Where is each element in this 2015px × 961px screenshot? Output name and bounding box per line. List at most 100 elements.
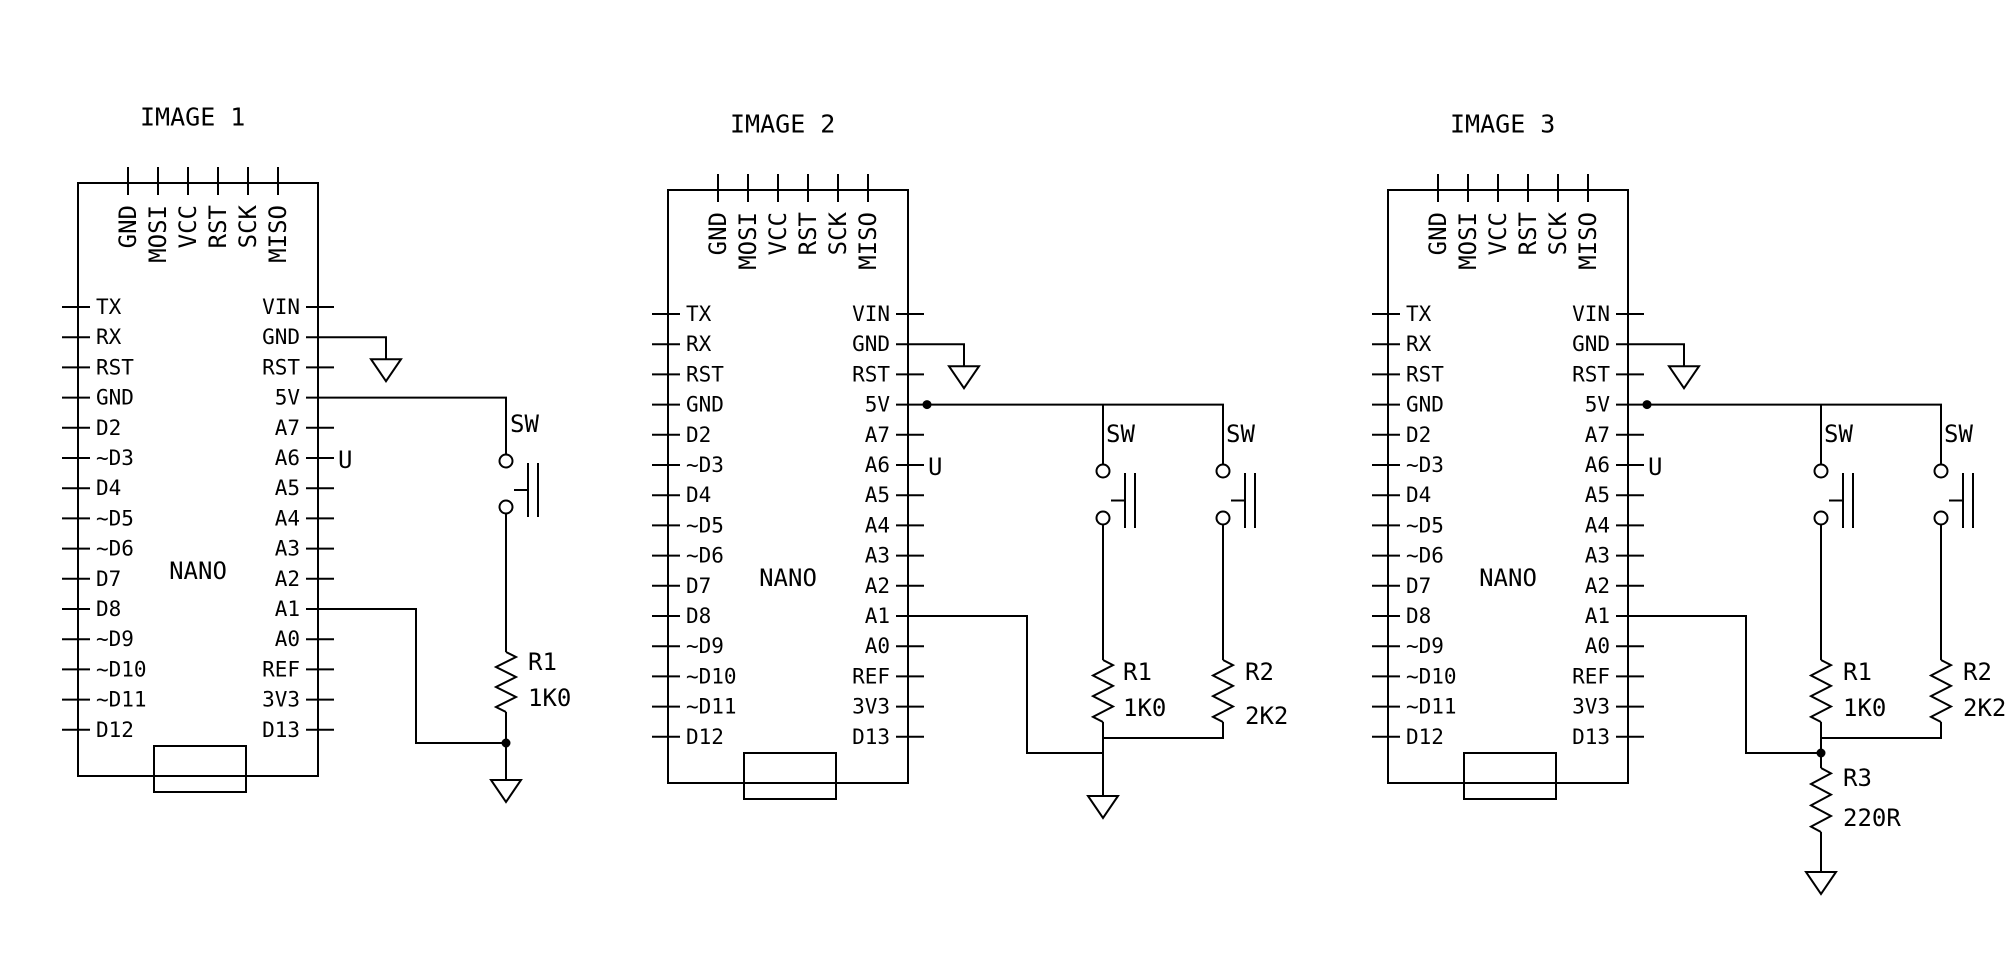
resistor-value: 1K0 [1123,694,1166,722]
pin-label-right: A3 [1585,544,1610,568]
ground-symbol [947,365,981,390]
pin-label-right: 3V3 [1572,695,1610,719]
switch-label: SW [1944,420,1973,448]
diagram-title: IMAGE 1 [140,103,245,132]
pin-label-right: A7 [865,423,890,447]
pin-label-left: ~D11 [1406,695,1457,719]
pin-label-left: D8 [1406,604,1431,628]
resistor-name: R1 [1123,658,1152,686]
resistor-symbol [493,651,519,713]
pin-label-right: A4 [865,513,890,537]
pin-label-top: VCC [1484,212,1512,255]
switch-contact-top [498,453,514,469]
ground-symbol [489,779,523,804]
pin-label-top: MOSI [1454,212,1482,270]
pin-label-top: MISO [264,205,292,263]
pin-label-right: REF [1572,664,1610,688]
pin-label-left: D12 [1406,725,1444,749]
pin-label-left: ~D3 [686,453,724,477]
resistor-symbol [1928,659,1954,723]
side-mark: U [928,453,942,481]
pin-label-left: TX [1406,302,1432,326]
pin-label-left: D2 [96,416,121,440]
pin-label-left: ~D9 [686,634,724,658]
pin-label-left: RST [686,362,724,386]
pin-label-left: ~D3 [1406,453,1444,477]
pin-label-top: GND [114,205,142,248]
nano-board-outline [77,182,319,777]
board-label: NANO [1479,564,1537,592]
diagram-title: IMAGE 3 [1450,110,1555,139]
pin-label-left: ~D10 [1406,664,1457,688]
switch-contact-bottom [1215,510,1231,526]
pin-label-left: ~D6 [686,544,724,568]
pin-label-left: GND [686,393,724,417]
board-label: NANO [169,557,227,585]
pin-label-right: A1 [865,604,890,628]
switch-contact-bottom [1933,510,1949,526]
pin-label-top: MOSI [144,205,172,263]
pin-label-left: ~D3 [96,446,134,470]
pin-label-left: RX [686,332,712,356]
pin-label-left: ~D9 [1406,634,1444,658]
pin-label-right: 5V [1585,393,1611,417]
switch-contact-top [1215,463,1231,479]
pin-label-left: D12 [686,725,724,749]
pin-label-top: GND [1424,212,1452,255]
wire [924,403,1224,465]
nano-board-outline [667,189,909,784]
diagram-title: IMAGE 2 [730,110,835,139]
pin-label-right: A1 [1585,604,1610,628]
resistor-value: 1K0 [1843,694,1886,722]
pin-label-right: A6 [1585,453,1610,477]
pin-label-right: A0 [865,634,890,658]
pin-label-right: A0 [1585,634,1610,658]
wire [1644,343,1685,367]
pin-label-left: ~D5 [96,506,134,530]
pin-label-left: TX [686,302,712,326]
pin-label-right: A5 [865,483,890,507]
pin-label-right: A4 [275,506,300,530]
wire [1644,615,1821,754]
nano-board-outline [1387,189,1629,784]
pin-label-right: VIN [1572,302,1610,326]
pin-label-top: SCK [234,204,262,248]
pin-label-right: GND [852,332,890,356]
pin-label-left: D2 [1406,423,1431,447]
resistor-symbol [1210,659,1236,723]
resistor-name: R1 [1843,658,1872,686]
pin-label-right: A4 [1585,513,1610,537]
pin-label-left: RST [96,355,134,379]
switch-label: SW [1824,420,1853,448]
pin-label-right: 3V3 [852,695,890,719]
pin-label-left: D4 [96,476,121,500]
switch-contact-top [1813,463,1829,479]
side-mark: U [1648,453,1662,481]
board-label: NANO [759,564,817,592]
pin-label-left: GND [1406,393,1444,417]
pin-label-right: A5 [1585,483,1610,507]
switch-label: SW [510,410,539,438]
switch-contact-bottom [1095,510,1111,526]
pin-label-top: SCK [1544,211,1572,255]
pin-label-top: SCK [824,211,852,255]
usb-connector [743,752,837,800]
switch-contact-top [1095,463,1111,479]
pin-label-top: RST [1514,212,1542,255]
pin-label-left: TX [96,295,122,319]
pin-label-left: ~D9 [96,627,134,651]
resistor-name: R2 [1963,658,1992,686]
wire [924,343,965,367]
pin-label-right: A6 [865,453,890,477]
pin-label-left: ~D10 [686,664,737,688]
resistor-name: R1 [528,648,557,676]
pin-label-left: D7 [686,574,711,598]
pin-label-left: ~D5 [1406,513,1444,537]
pin-label-left: ~D11 [96,688,147,712]
resistor-name: R3 [1843,764,1872,792]
pin-label-left: ~D6 [1406,544,1444,568]
switch-contact-top [1933,463,1949,479]
ground-symbol [1086,795,1120,820]
